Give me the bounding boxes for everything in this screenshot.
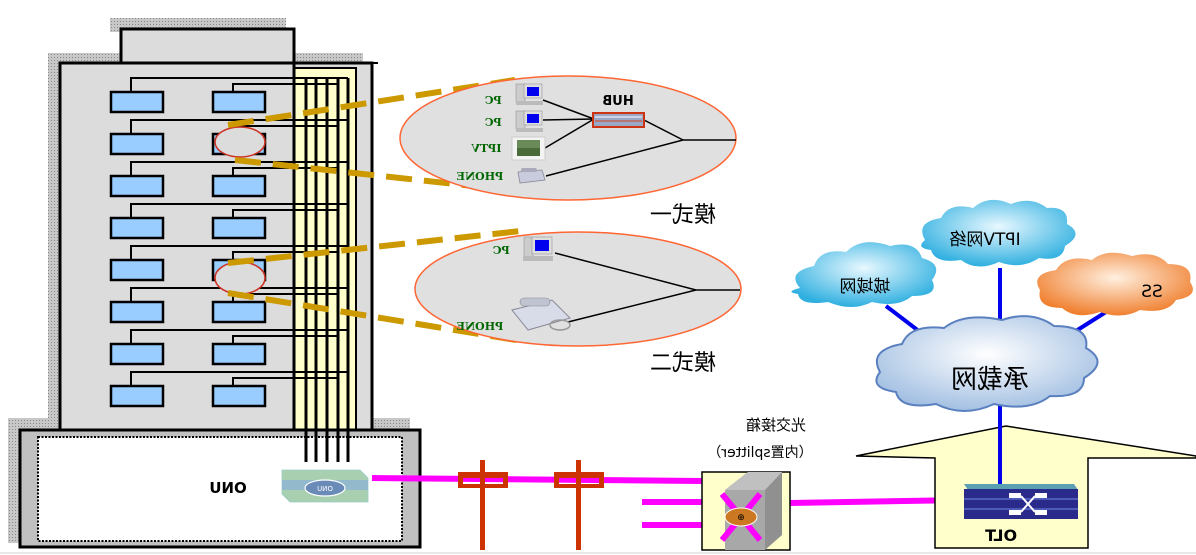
apartment-room	[109, 132, 165, 156]
room-drop-cable	[130, 203, 348, 218]
utility-poles	[458, 460, 604, 550]
apartment-room	[211, 342, 267, 366]
cloud-bearer-label: 承载网	[951, 365, 1029, 395]
apartment-room	[109, 384, 165, 408]
iptv-icon	[511, 136, 546, 161]
apartment-room	[109, 300, 165, 324]
room-drop-cable	[130, 245, 348, 260]
mode-two-ellipse	[414, 231, 742, 347]
mode-two-device-label: PHONE	[457, 320, 504, 333]
apartment-room	[109, 216, 165, 240]
mode-one-ellipse	[399, 75, 737, 201]
pc-icon	[515, 83, 543, 105]
cloud-ss-label: SS	[1141, 282, 1163, 302]
pc-icon	[523, 236, 553, 261]
cloud-iptv-label: IPTV网络	[949, 230, 1020, 250]
apartment-room	[211, 300, 267, 324]
mode-two-group: PC PHONE 模式二	[414, 231, 742, 376]
room-drop-cable	[232, 377, 338, 386]
pole	[554, 460, 604, 550]
apartment-room	[211, 90, 267, 114]
apartment-room	[109, 258, 165, 282]
room-drop-cable	[232, 167, 338, 176]
onu-label: ONU	[209, 479, 247, 497]
room-drop-cable	[232, 335, 338, 344]
hub-label: HUB	[602, 94, 633, 109]
building-roof	[119, 27, 296, 65]
olt-device	[964, 484, 1078, 519]
mode-one-device-label: PC	[484, 116, 501, 129]
room-drop-cable	[232, 83, 338, 92]
splitter-box-sublabel: （内置splitter）	[707, 445, 812, 461]
cloud-bearer: 承载网	[875, 315, 1099, 412]
apartment-room	[211, 174, 267, 198]
phone-icon	[517, 168, 546, 184]
olt-label: OLT	[985, 526, 1017, 545]
room-drop-cable	[232, 251, 338, 260]
mode-two-label: 模式二	[650, 351, 716, 376]
onu-device-label: ONU	[317, 485, 333, 493]
apartment-room	[211, 384, 267, 408]
room-drop-cable	[130, 371, 348, 386]
mode-one-label: 模式一	[650, 203, 716, 228]
pc-icon	[515, 110, 543, 132]
splitter-box-label: 光交接箱	[746, 416, 806, 434]
cloud-iptv: IPTV网络	[921, 199, 1076, 267]
mode-two-device-label: PC	[492, 244, 509, 257]
svg-text:⊕: ⊕	[737, 513, 745, 523]
hub-device	[592, 112, 645, 128]
mode-one-device-label: IPTV	[471, 142, 502, 155]
onu-device: ONU	[281, 469, 369, 503]
cloud-ss: SS	[1037, 252, 1193, 316]
phone-icon	[511, 297, 571, 331]
highlight-room-mode-one	[214, 126, 266, 158]
room-drop-cable	[130, 287, 348, 302]
apartment-room	[109, 90, 165, 114]
room-drop-cable	[232, 209, 338, 218]
splitter-box: ⊕	[701, 471, 791, 551]
mode-one-group: PC PC IPTV PHONE HUB 模式一	[399, 75, 737, 228]
highlight-room-mode-two	[214, 261, 266, 295]
pole	[458, 460, 508, 550]
mode-one-device-label: PHONE	[457, 170, 504, 183]
cloud-metro: 城域网	[791, 242, 937, 307]
cloud-metro-label: 城域网	[840, 277, 891, 297]
mode-one-device-label: PC	[484, 94, 501, 107]
apartment-room	[211, 216, 267, 240]
riser-cables	[304, 78, 350, 462]
apartment-room	[109, 342, 165, 366]
room-drop-cable	[130, 329, 348, 344]
building	[8, 18, 422, 549]
apartment-room	[109, 174, 165, 198]
room-drop-cable	[130, 77, 348, 92]
